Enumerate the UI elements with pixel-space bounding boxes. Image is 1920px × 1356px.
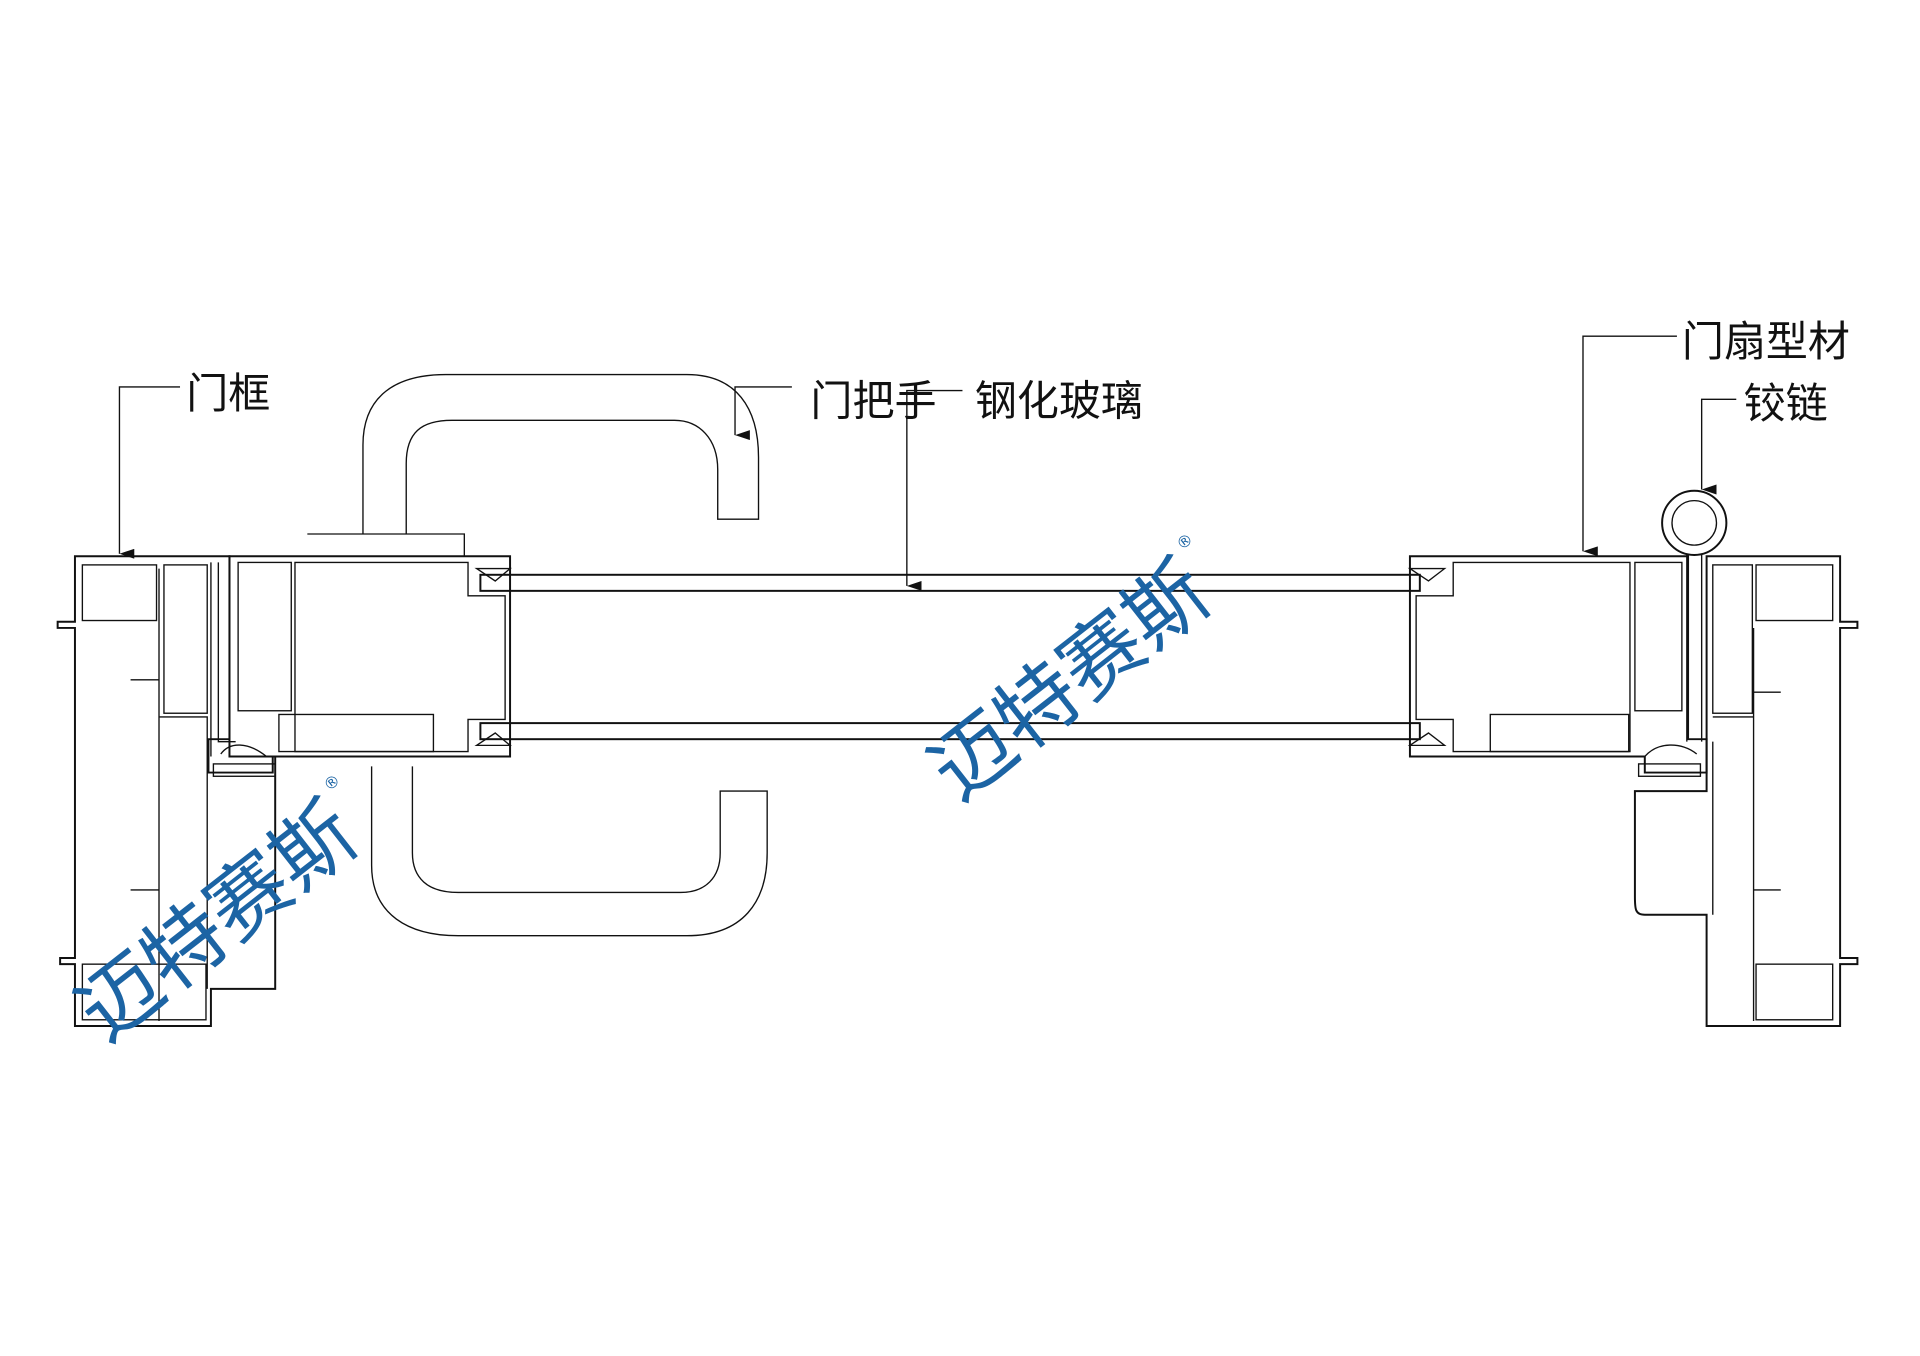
label-door-sash-profile: 门扇型材	[1682, 317, 1850, 366]
watermark-left: 迈特赛斯 ®	[60, 770, 376, 1061]
svg-text:迈特赛斯: 迈特赛斯	[60, 785, 376, 1061]
label-door-handle: 门把手	[810, 376, 936, 425]
right-door-frame	[1633, 555, 1859, 1027]
svg-text:®: ®	[1173, 529, 1197, 554]
left-door-sash	[207, 555, 512, 777]
label-door-frame: 门框	[186, 369, 270, 418]
label-tempered-glass: 钢化玻璃	[975, 376, 1143, 425]
left-door-frame	[56, 555, 277, 1027]
watermark-center: 迈特赛斯 ®	[913, 529, 1229, 819]
svg-text:迈特赛斯: 迈特赛斯	[913, 543, 1229, 819]
right-door-sash	[1408, 555, 1708, 777]
label-hinge: 铰链	[1744, 379, 1828, 428]
leader-lines	[118, 335, 1737, 591]
svg-text:®: ®	[320, 770, 344, 795]
door-handle	[307, 373, 768, 937]
tempered-glass	[474, 567, 1447, 747]
hinge	[1661, 489, 1728, 742]
